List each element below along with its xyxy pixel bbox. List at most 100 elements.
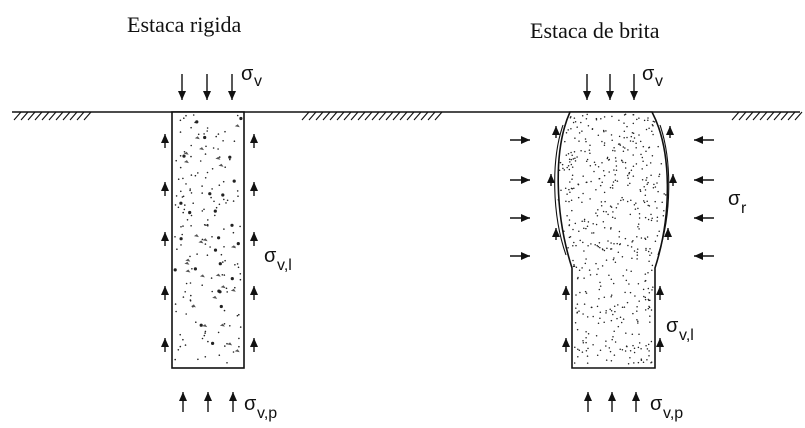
aggregate-dot: [179, 345, 182, 348]
aggregate-dot: [573, 362, 576, 364]
svg-text:σ: σ: [650, 393, 663, 415]
aggregate-dot: [238, 313, 240, 316]
aggregate-dot: [577, 196, 580, 199]
aggregate-dot: [632, 140, 634, 143]
aggregate-dot: [617, 325, 620, 328]
aggregate-dot: [632, 165, 635, 168]
aggregate-dot: [622, 150, 625, 153]
aggregate-dot: [218, 354, 221, 357]
aggregate-dot: [601, 181, 603, 184]
aggregate-dot: [616, 242, 618, 245]
aggregate-dot: [598, 297, 600, 300]
aggregate-dot: [637, 320, 639, 323]
aggregate-dot: [589, 144, 591, 146]
stone-column-body: [557, 111, 669, 369]
aggregate-dot: [174, 236, 176, 238]
aggregate-dot: [204, 153, 207, 155]
aggregate-dot: [567, 129, 569, 131]
aggregate-dot: [575, 294, 577, 296]
aggregate-dot: [572, 245, 574, 247]
aggregate-dot: [223, 198, 225, 201]
aggregate-dot: [218, 203, 221, 206]
aggregate-dot: [191, 268, 193, 270]
aggregate-dot: [564, 187, 567, 190]
aggregate-dot: [608, 171, 610, 173]
aggregate-dot: [211, 168, 214, 170]
aggregate-dot: [226, 199, 229, 202]
aggregate-dot: [658, 175, 660, 178]
aggregate-dot: [217, 148, 219, 150]
aggregate-dot: [571, 154, 573, 156]
aggregate-dot: [645, 344, 647, 347]
aggregate-dot: [183, 117, 185, 119]
aggregate-dot: [201, 210, 204, 212]
aggregate-dot: [188, 210, 192, 215]
aggregate-dot: [612, 336, 614, 338]
aggregate-dot: [602, 129, 605, 132]
aggregate-dot: [613, 146, 615, 149]
aggregate-dot: [603, 226, 606, 229]
aggregate-dot: [620, 199, 622, 202]
aggregate-dot: [578, 230, 580, 233]
aggregate-dot: [611, 139, 613, 141]
aggregate-dot: [205, 224, 207, 226]
stone-shaft-stress-label: σ v,l: [666, 315, 694, 344]
aggregate-dot: [213, 200, 215, 203]
aggregate-dot: [229, 158, 231, 161]
aggregate-dot: [618, 243, 621, 246]
gravel-particle: [183, 151, 189, 155]
aggregate-dot: [627, 149, 629, 151]
aggregate-dot: [610, 319, 613, 322]
aggregate-dot: [629, 140, 632, 142]
aggregate-dot: [574, 160, 577, 162]
aggregate-dot: [570, 115, 572, 118]
aggregate-dot: [642, 200, 645, 202]
aggregate-dot: [651, 289, 653, 291]
aggregate-dot: [190, 144, 192, 147]
aggregate-dot: [652, 286, 654, 288]
aggregate-dot: [623, 136, 625, 139]
aggregate-dot: [623, 306, 626, 308]
aggregate-dot: [636, 319, 638, 321]
aggregate-dot: [580, 121, 582, 124]
aggregate-dot: [612, 313, 614, 316]
aggregate-dot: [650, 340, 653, 343]
aggregate-dot: [199, 323, 203, 327]
aggregate-dot: [605, 130, 607, 132]
aggregate-dot: [610, 295, 612, 298]
aggregate-dot: [206, 254, 209, 256]
aggregate-dot: [630, 246, 633, 248]
aggregate-dot: [205, 145, 207, 148]
aggregate-dot: [631, 241, 633, 243]
aggregate-dot: [600, 201, 603, 203]
rigid-top-load-label: σ v: [241, 63, 262, 90]
aggregate-dot: [635, 163, 638, 165]
aggregate-dot: [662, 214, 665, 217]
aggregate-dot: [201, 337, 204, 340]
aggregate-dot: [613, 257, 615, 259]
aggregate-dot: [190, 214, 193, 217]
aggregate-dot: [589, 274, 592, 276]
aggregate-dot: [613, 305, 616, 307]
aggregate-dot: [239, 326, 242, 328]
aggregate-dot: [603, 174, 606, 177]
aggregate-dot: [236, 242, 240, 246]
aggregate-dot: [617, 251, 620, 253]
aggregate-dot: [221, 193, 225, 197]
aggregate-dot: [223, 274, 226, 276]
aggregate-dot: [589, 152, 591, 155]
aggregate-dot: [578, 310, 580, 312]
aggregate-dot: [230, 223, 234, 227]
aggregate-dot: [557, 198, 560, 201]
aggregate-dot: [644, 194, 647, 197]
aggregate-dot: [641, 168, 643, 170]
aggregate-dot: [190, 192, 193, 194]
aggregate-dot: [576, 126, 578, 128]
aggregate-dot: [646, 236, 649, 238]
aggregate-dot: [204, 243, 207, 245]
aggregate-dot: [601, 140, 603, 143]
aggregate-dot: [625, 279, 628, 282]
aggregate-dot: [174, 303, 177, 305]
aggregate-dot: [649, 315, 651, 317]
aggregate-dot: [225, 202, 227, 204]
